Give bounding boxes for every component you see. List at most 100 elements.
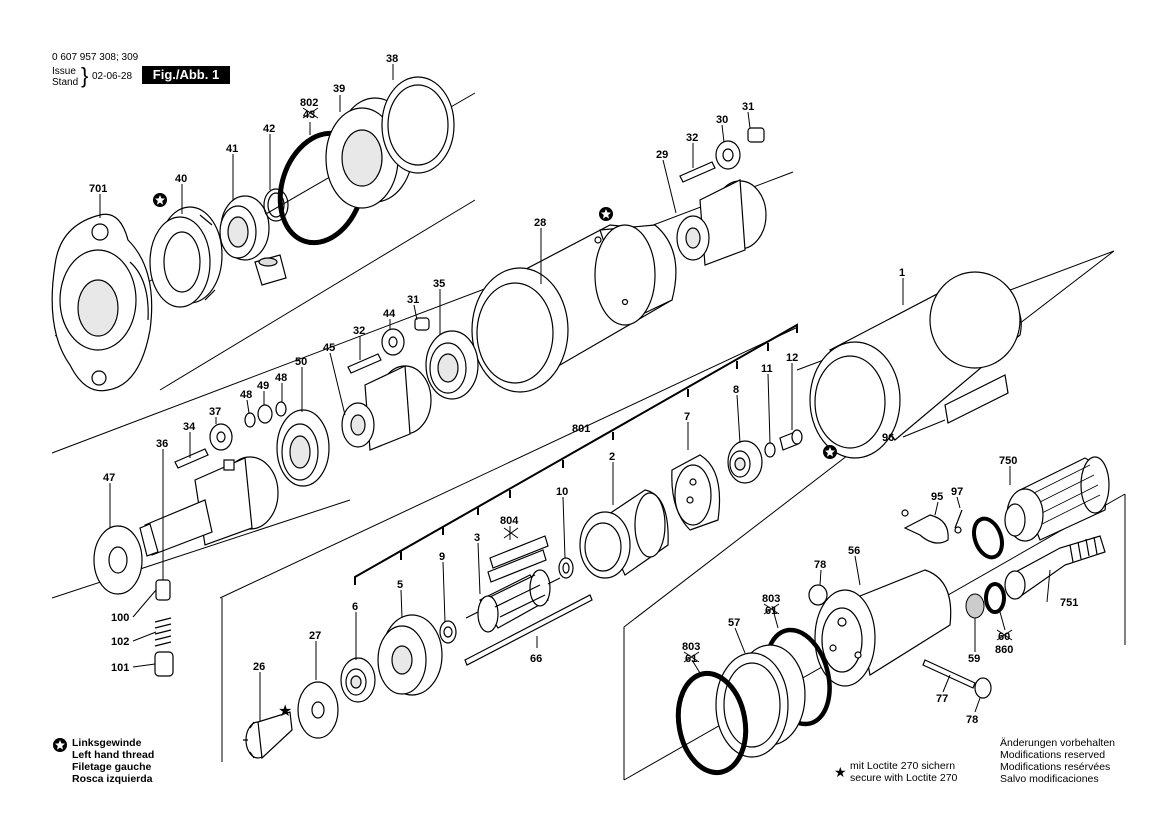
seal-38 (381, 76, 455, 174)
label-29: 29 (656, 149, 668, 161)
label-97: 97 (951, 486, 963, 498)
sleeve-57 (715, 644, 806, 758)
hose-nipple-751 (1004, 535, 1106, 600)
label-701: 701 (89, 183, 107, 195)
label-39: 39 (333, 83, 345, 95)
pin-32-upper (679, 161, 716, 183)
label-35: 35 (433, 278, 445, 290)
label-5: 5 (397, 579, 403, 591)
circlip-42 (263, 188, 289, 222)
part-numbers: 0 607 957 308; 309 (52, 52, 139, 63)
label-751: 751 (1060, 597, 1078, 609)
label-7: 7 (684, 411, 690, 423)
washer-47 (93, 525, 143, 595)
mod-spanish: Salvo modificaciones (1000, 773, 1099, 785)
svg-text:★: ★ (834, 764, 847, 780)
loctite-legend: mit Loctite 270 sichern secure with Loct… (850, 760, 957, 784)
bearing-housing-39 (325, 97, 414, 209)
label-78-upper: 78 (814, 559, 826, 571)
gear-49 (257, 404, 273, 424)
seal-35 (425, 330, 479, 400)
pinion-26 (243, 711, 293, 760)
left-hand-thread-legend: Linksgewinde Left hand thread Filetage g… (72, 737, 154, 785)
modifications-legend: Änderungen vorbehalten Modifications res… (1000, 737, 1115, 785)
spring-102 (154, 617, 172, 647)
label-8: 8 (733, 384, 739, 396)
label-49: 49 (257, 380, 269, 392)
bearing-6 (340, 657, 376, 703)
screw-12 (779, 429, 803, 451)
label-803-left: 803 (682, 641, 700, 653)
leader-lines (99, 64, 1051, 722)
bearing-41 (219, 195, 270, 261)
legend-german: Linksgewinde (72, 737, 142, 749)
label-31-upper: 31 (742, 101, 754, 113)
label-801: 801 (572, 423, 590, 435)
label-1: 1 (899, 267, 905, 279)
nipple-78-upper (808, 584, 828, 606)
brace-glyph: } (81, 63, 89, 88)
inlet-housing-56 (814, 569, 952, 687)
mod-english: Modifications reserved (1000, 749, 1106, 761)
label-34: 34 (183, 421, 196, 433)
label-56: 56 (848, 545, 860, 557)
label-750: 750 (999, 455, 1017, 467)
rotor-3 (465, 569, 561, 633)
mod-french: Modifications resérvées (1000, 761, 1111, 773)
washer-9 (439, 620, 457, 644)
label-66: 66 (530, 653, 542, 665)
label-48-right: 48 (275, 372, 287, 384)
label-37: 37 (209, 406, 221, 418)
throttle-pin-77 (922, 659, 992, 699)
label-42: 42 (263, 123, 275, 135)
label-31-middle: 31 (407, 294, 419, 306)
label-27: 27 (309, 630, 321, 642)
label-43: 43 (303, 109, 315, 121)
figure-label: Fig./Abb. 1 (142, 66, 230, 84)
label-32-upper: 32 (686, 132, 698, 144)
legend-french: Filetage gauche (72, 761, 152, 773)
o-ring-750 (971, 516, 1005, 560)
planet-gear-30 (715, 140, 741, 170)
label-57: 57 (728, 617, 740, 629)
label-101: 101 (111, 662, 129, 674)
label-860: 860 (995, 644, 1013, 656)
rivet-97 (954, 509, 963, 529)
o-ring-860 (984, 582, 1006, 614)
ball-100 (155, 579, 171, 601)
label-60: 60 (998, 631, 1010, 643)
threaded-ring-40 (149, 206, 223, 308)
label-11: 11 (761, 363, 773, 375)
label-6: 6 (352, 601, 358, 613)
label-50: 50 (295, 356, 307, 368)
label-803-right: 803 (762, 593, 780, 605)
planet-carrier-45 (341, 365, 432, 451)
end-plate-5 (377, 614, 443, 696)
plunger-101 (154, 651, 174, 677)
label-2: 2 (609, 451, 615, 463)
mod-german: Änderungen vorbehalten (1000, 737, 1116, 749)
pin-31-upper (747, 127, 765, 143)
planet-gear-44 (381, 328, 405, 356)
seal-50 (276, 409, 330, 487)
label-26: 26 (253, 661, 265, 673)
vanes-804 (487, 535, 549, 583)
label-61-left: 61 (685, 653, 697, 665)
rod-66 (464, 594, 593, 666)
stand-label: Stand (52, 77, 79, 88)
cylinder-2 (579, 489, 669, 579)
loctite-german: mit Loctite 270 sichern (850, 760, 956, 772)
label-45: 45 (323, 342, 335, 354)
label-10: 10 (556, 486, 568, 498)
assembly-brackets (354, 323, 798, 585)
label-59: 59 (968, 653, 980, 665)
washer-48-left (244, 412, 256, 428)
label-77: 77 (936, 693, 948, 705)
washer-10 (558, 557, 574, 579)
label-102: 102 (111, 636, 129, 648)
label-96: 96 (882, 432, 894, 444)
loctite-english: secure with Loctite 270 (850, 772, 958, 784)
washer-48-right (275, 401, 287, 417)
